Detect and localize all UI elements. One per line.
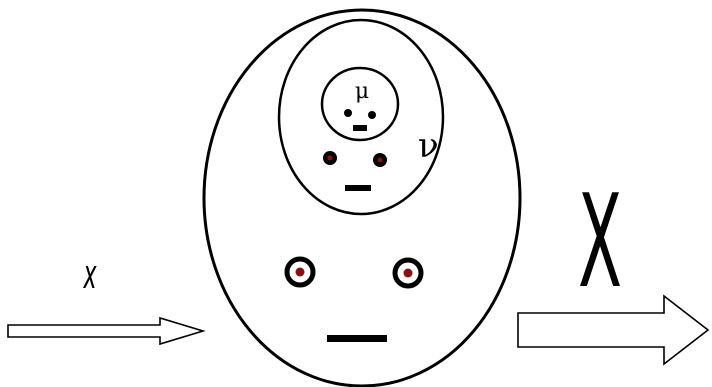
outer-mouth bbox=[327, 335, 387, 342]
inner-face bbox=[320, 66, 400, 142]
inner-right-eye bbox=[368, 111, 376, 119]
middle-face-label: ν bbox=[418, 126, 439, 166]
inner-face-label: μ bbox=[355, 79, 369, 104]
outer-right-eye bbox=[392, 257, 424, 289]
output-arrow bbox=[517, 294, 710, 366]
middle-mouth bbox=[345, 185, 371, 191]
middle-left-eye bbox=[323, 151, 337, 165]
inner-left-eye bbox=[344, 109, 352, 117]
output-label: X bbox=[578, 167, 622, 316]
input-label: x bbox=[83, 251, 97, 298]
outer-face bbox=[202, 8, 522, 387]
outer-left-eye bbox=[284, 256, 316, 288]
inner-mouth bbox=[353, 125, 367, 131]
middle-face bbox=[277, 18, 445, 216]
input-arrow bbox=[7, 316, 206, 346]
middle-right-eye bbox=[373, 153, 387, 167]
